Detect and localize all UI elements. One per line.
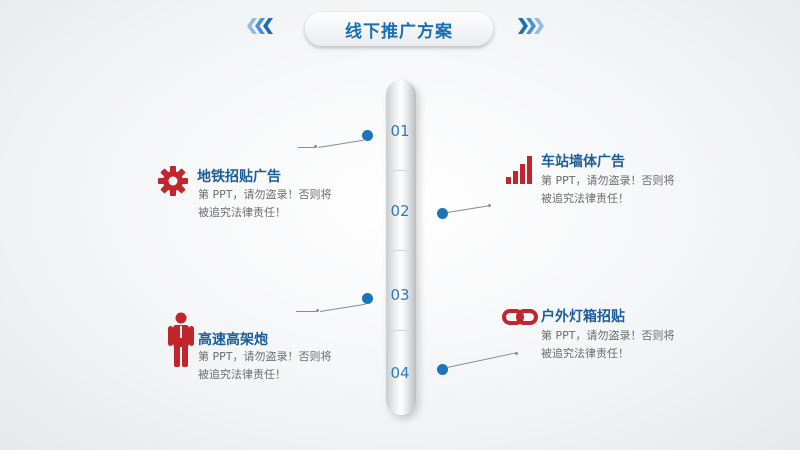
connector-dot-01: [362, 130, 373, 141]
bar-chart-icon: [506, 156, 532, 184]
connector-end-02: [488, 204, 491, 207]
timeline-pillar: [386, 80, 416, 415]
item-desc-station: 第 PPT，请勿盗录！否则将被追究法律责任！: [541, 174, 675, 205]
gear-icon: [158, 166, 188, 196]
item-title-station: 车站墙体广告: [541, 154, 625, 170]
connector-dot-03: [362, 293, 373, 304]
chain-link-icon: [502, 309, 538, 325]
item-title-highway: 高速高架炮: [198, 332, 268, 348]
connector-dot-04: [437, 364, 448, 375]
connector-line-04: [447, 352, 516, 368]
item-desc-lightbox: 第 PPT，请勿盗录！否则将被追究法律责任！: [541, 329, 675, 360]
pillar-seam: [388, 170, 414, 177]
connector-line-02: [447, 205, 489, 213]
item-title-lightbox: 户外灯箱招贴: [541, 309, 625, 325]
left-chevrons-icon: [247, 18, 273, 40]
connector-end-01: [314, 145, 317, 148]
person-icon: [168, 312, 194, 367]
connector-tail-01: [298, 147, 316, 148]
pillar-seam: [388, 330, 414, 337]
right-chevrons-icon: [518, 18, 544, 40]
connector-dot-02: [437, 208, 448, 219]
connector-line-01: [318, 139, 364, 148]
item-desc-highway: 第 PPT，请勿盗录！否则将被追究法律责任！: [198, 350, 332, 381]
connector-end-04: [515, 352, 518, 355]
pillar-seam: [388, 250, 414, 257]
step-number-04: 04: [390, 364, 410, 382]
step-number-01: 01: [390, 122, 410, 140]
connector-end-03: [316, 309, 319, 312]
connector-tail-03: [296, 311, 316, 312]
page-title: 线下推广方案: [305, 12, 493, 46]
step-number-03: 03: [390, 286, 410, 304]
item-desc-subway: 第 PPT，请勿盗录！否则将被追究法律责任！: [198, 188, 332, 219]
connector-line-03: [320, 303, 366, 312]
step-number-02: 02: [390, 202, 410, 220]
item-title-subway: 地铁招贴广告: [197, 169, 281, 185]
